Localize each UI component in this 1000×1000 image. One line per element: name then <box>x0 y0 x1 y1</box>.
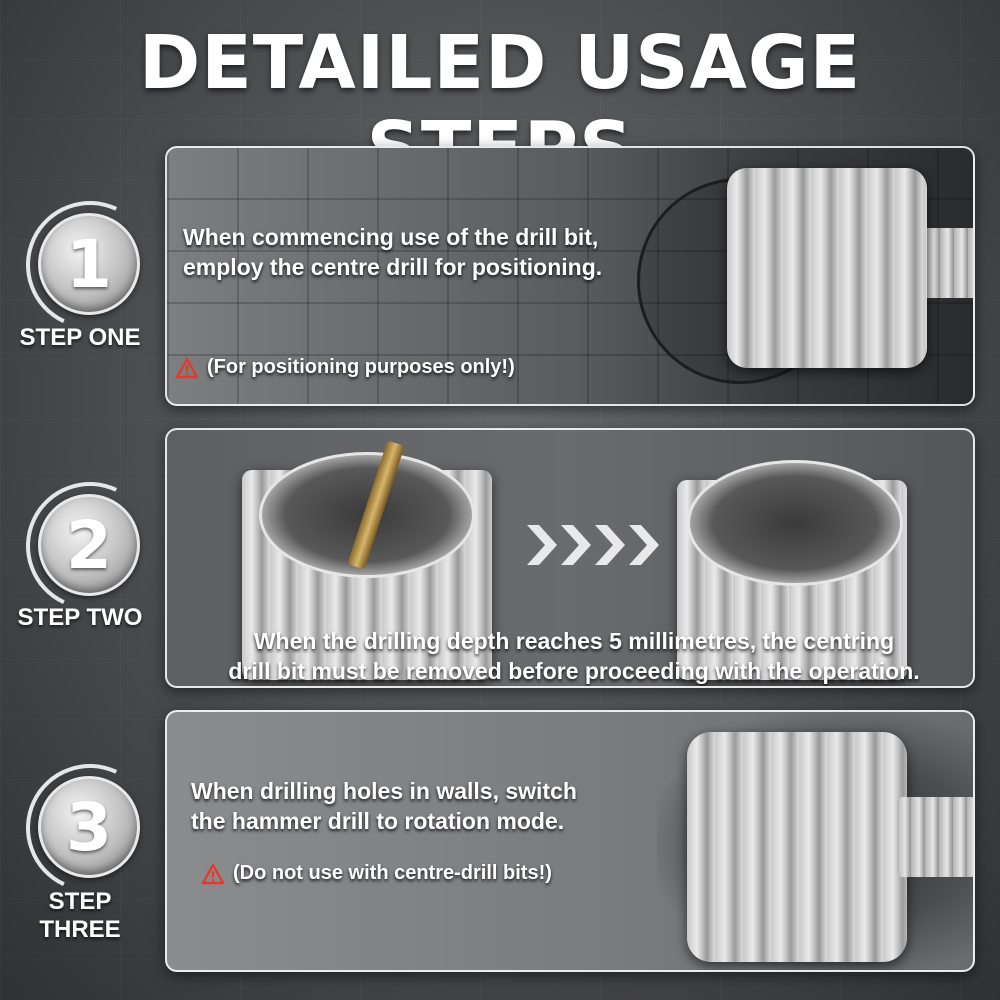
step-two-badge: 2 <box>7 463 173 629</box>
warning-note-text: (For positioning purposes only!) <box>207 356 515 378</box>
step-one-badge: 1 <box>7 182 173 348</box>
bit-opening <box>687 460 903 586</box>
step-number: 3 <box>38 776 140 878</box>
core-drill-bit-image <box>687 732 907 962</box>
warning-note: (For positioning purposes only!) <box>175 356 515 379</box>
step-label: STEP ONE <box>19 324 141 351</box>
step-one-panel: When commencing use of the drill bit, em… <box>165 146 975 406</box>
step-label: STEP THREE <box>39 888 121 943</box>
warning-triangle-icon <box>175 357 199 378</box>
step-label: STEP TWO <box>17 604 143 631</box>
step-three-panel: When drilling holes in walls, switch the… <box>165 710 975 972</box>
step-three-badge: 3 <box>7 745 173 911</box>
step-number: 1 <box>38 213 140 315</box>
step-instruction-text: When drilling holes in walls, switch the… <box>191 778 577 834</box>
step-two-panel: When the drilling depth reaches 5 millim… <box>165 428 975 688</box>
warning-note: (Do not use with centre-drill bits!) <box>201 862 552 885</box>
step-instruction-text: When commencing use of the drill bit, em… <box>183 224 603 280</box>
drill-shank <box>897 797 973 877</box>
step-instruction-text: When the drilling depth reaches 5 millim… <box>228 628 920 684</box>
core-drill-bit-image <box>727 168 927 368</box>
warning-note-text: (Do not use with centre-drill bits!) <box>233 862 552 884</box>
step-number: 2 <box>38 494 140 596</box>
chevron-right-icon <box>527 525 659 565</box>
warning-triangle-icon <box>201 863 225 884</box>
